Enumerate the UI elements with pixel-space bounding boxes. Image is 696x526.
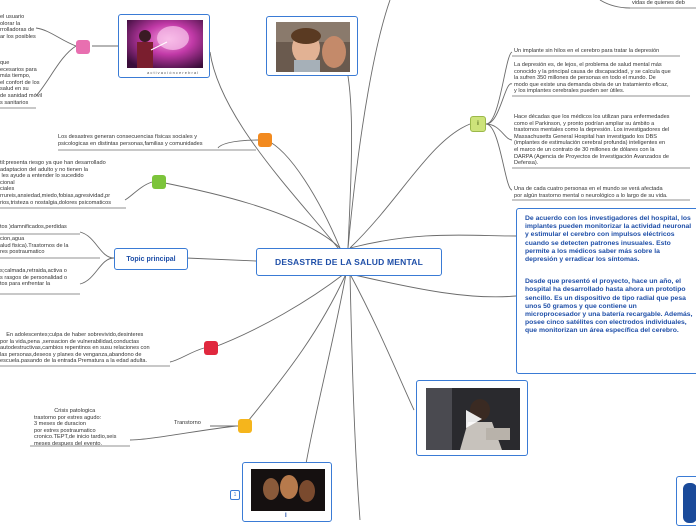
bottom-node-label: I	[285, 513, 287, 519]
dark-figures-image	[251, 469, 325, 511]
note-badge-label: 1	[233, 492, 237, 498]
adolescentes-text: En adolescentes;culpa de haber sobrevivi…	[0, 332, 150, 365]
top-right-text: vidas de quienes deb	[632, 0, 685, 6]
lime-node[interactable]: i	[470, 116, 486, 132]
implant-paragraph-2: Desde que presentó el proyecto, hace un …	[525, 278, 693, 335]
brain-image-node[interactable]: a c t i v a c i ó n c e r e b r a l	[118, 14, 210, 78]
one-in-four-text: Una de cada cuatro personas en el mundo …	[514, 186, 668, 199]
yellow-node[interactable]	[238, 419, 252, 433]
child-image-node[interactable]	[266, 16, 358, 76]
topic-principal-node[interactable]: Topic principal	[114, 248, 188, 270]
orange-node[interactable]	[258, 133, 272, 147]
right-edge-image-node[interactable]	[676, 476, 696, 526]
salud-fisica-text: cion,agua alud fisica).Trastornos de la …	[0, 236, 69, 256]
implant-paragraph-1: De acuerdo con los investigadores del ho…	[525, 215, 692, 264]
note-badge[interactable]: 1	[230, 490, 240, 500]
personalidad-text: s;calmada,retraida,activa o s rasgos de …	[0, 268, 68, 288]
depression-text: La depresión es, de lejos, el problema d…	[514, 62, 671, 95]
right-edge-image	[683, 483, 696, 523]
lime-node-label: i	[477, 121, 479, 127]
green-branch-text: til:presenta riesgo ya que han desarroll…	[0, 160, 111, 206]
crisis-text: Crisis patologica trastorno por estres a…	[34, 408, 117, 447]
central-topic[interactable]: DESASTRE DE LA SALUD MENTAL	[256, 248, 442, 276]
crying-child-image	[276, 22, 350, 72]
left-top-text: el usuario olorar la rrolladoras de ar l…	[0, 14, 36, 40]
video-image-node[interactable]	[416, 380, 528, 456]
transtorno-label: Transtorno	[174, 420, 201, 426]
red-node[interactable]	[204, 341, 218, 355]
left-top2-text: que ecesarios para más tiempo, el confor…	[0, 60, 42, 106]
orange-branch-text: Los desastres generan consecuencias físi…	[58, 134, 203, 147]
pink-node[interactable]	[76, 40, 90, 54]
dark-figures-image-node[interactable]: I	[242, 462, 332, 522]
brain-image-caption: a c t i v a c i ó n c e r e b r a l	[147, 70, 199, 75]
brain-activation-image	[127, 20, 203, 68]
sad-woman-video-thumbnail	[426, 388, 520, 450]
green-node[interactable]	[152, 175, 166, 189]
play-icon	[466, 410, 482, 428]
damnificados-text: tos )damnificados,perdidas	[0, 224, 67, 230]
implant-title-text: Un implante sin hilos en el cerebro para…	[514, 48, 660, 54]
dbs-text: Hace décadas que los médicos los utiliza…	[514, 114, 670, 167]
implant-research-box[interactable]: De acuerdo con los investigadores del ho…	[516, 208, 696, 374]
